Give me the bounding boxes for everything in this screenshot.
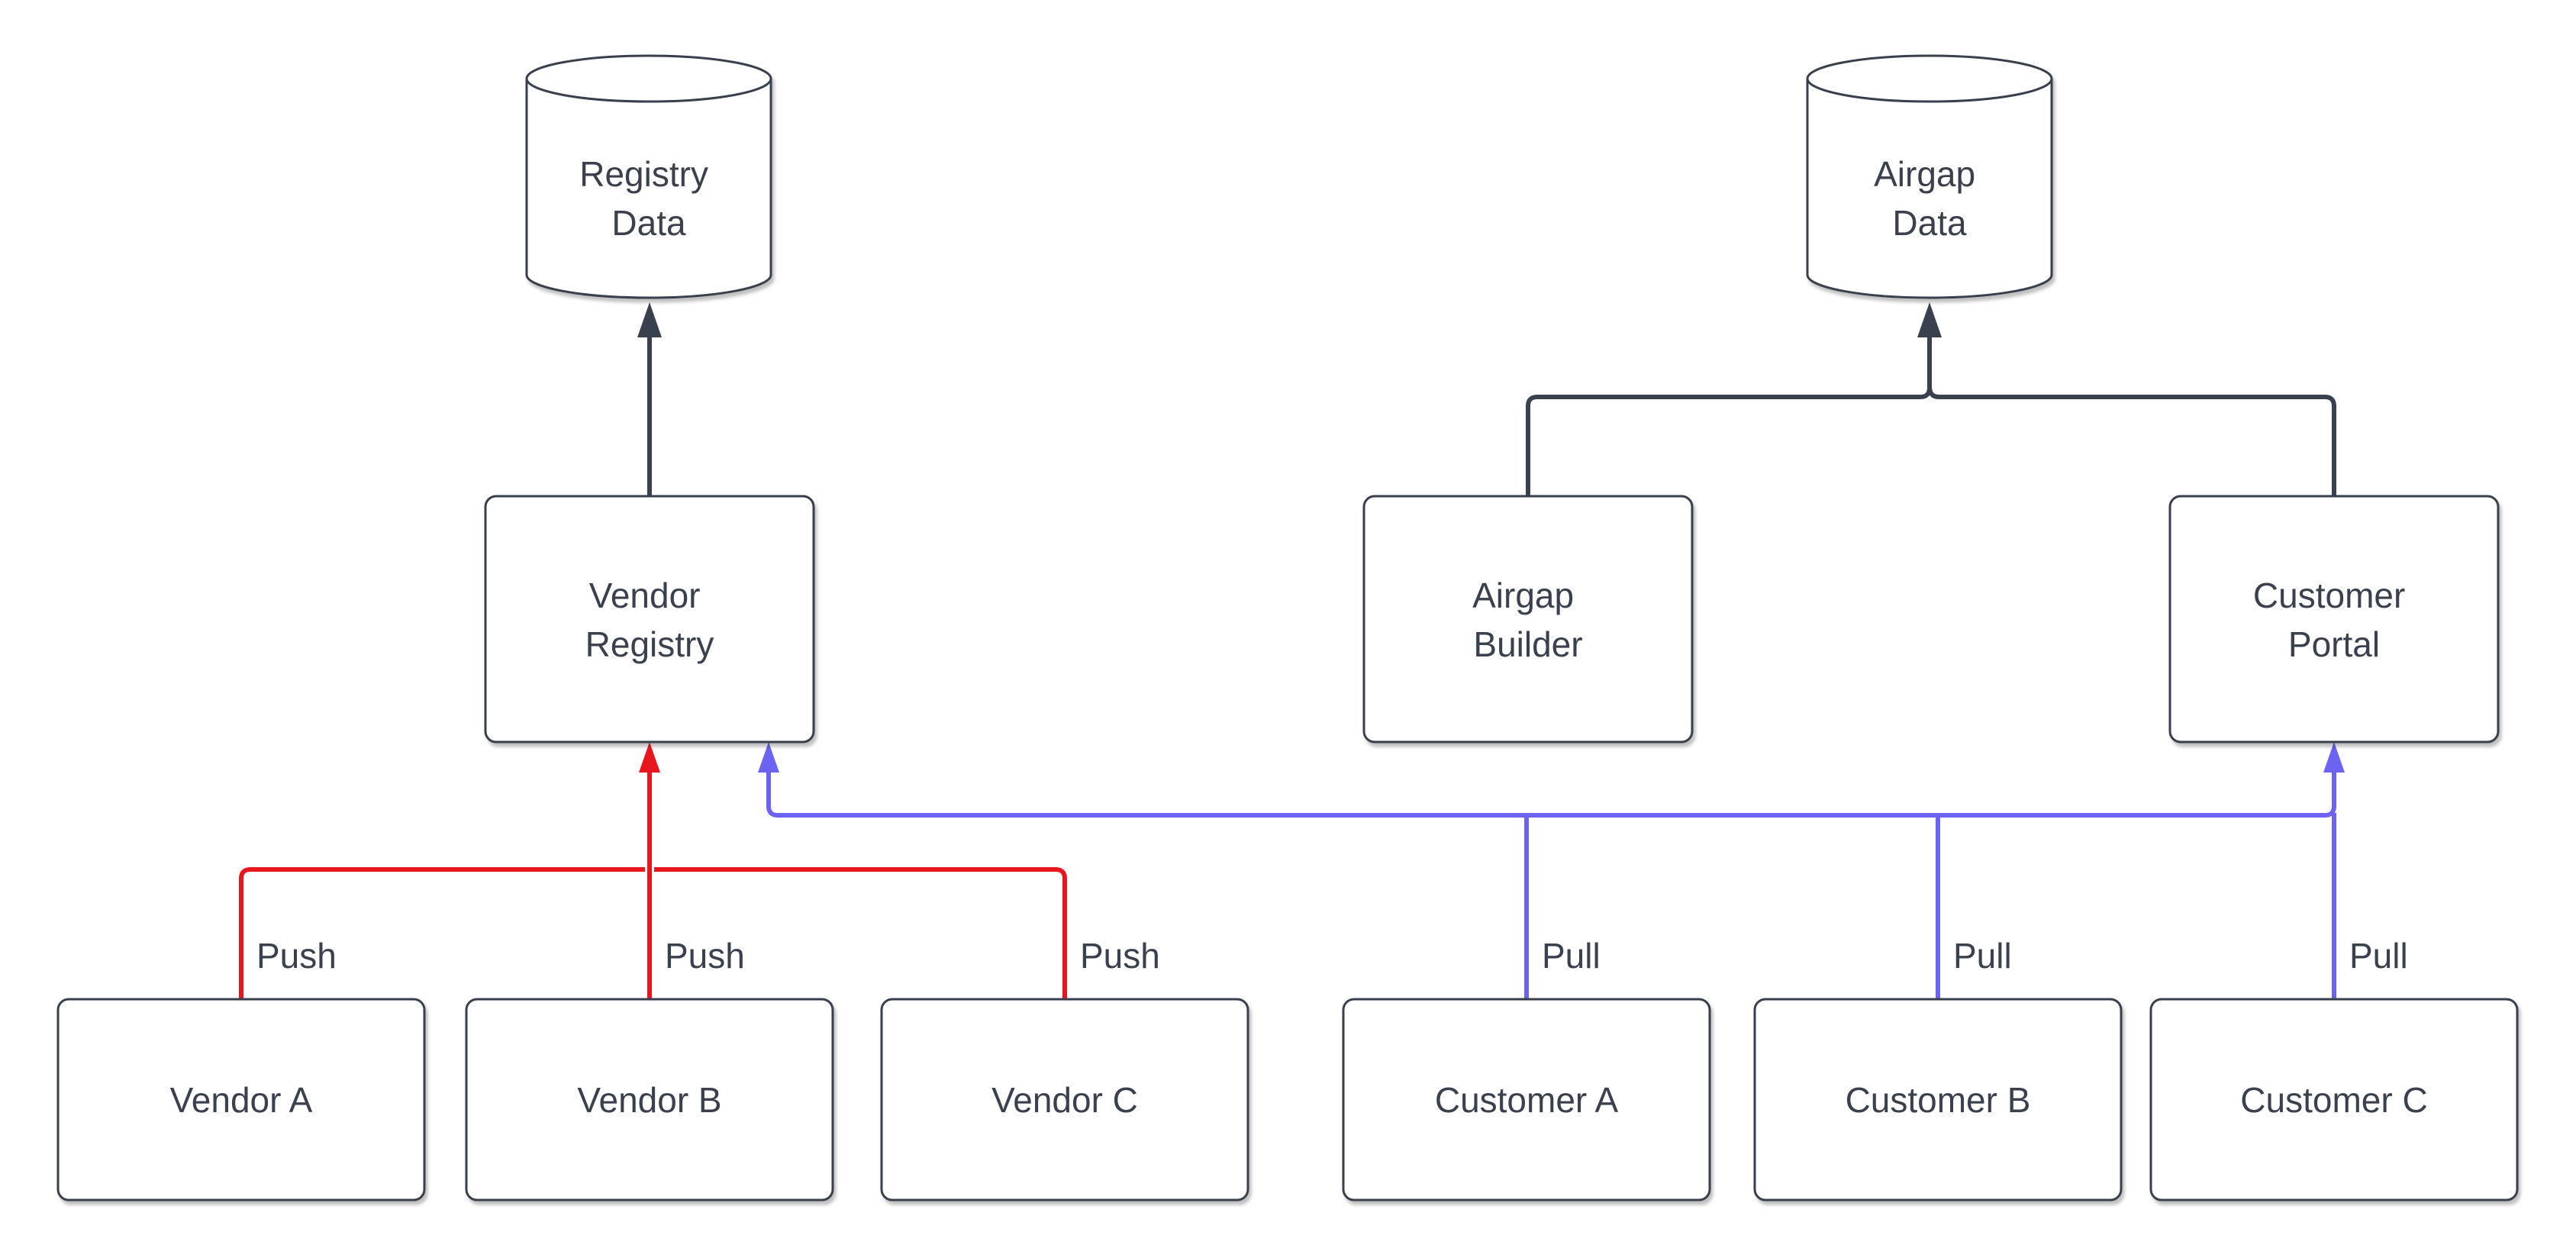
airgap-data-label: Airgap Data [1874, 154, 1985, 243]
customer-c-box [2149, 998, 2519, 1202]
push-edges [239, 742, 1067, 999]
pull-label-customer-b: Pull [1953, 936, 2012, 976]
push-label-vendor-b: Push [665, 936, 745, 976]
vendor-b-label: Vendor B [577, 1080, 721, 1120]
datastore-registry-data: Registry Data [525, 54, 772, 299]
airgap-data-cylinder-body [1806, 79, 2053, 299]
vendor-registry-label: Vendor Registry [585, 576, 714, 664]
vendor-c-box [880, 998, 1249, 1202]
vendor-a-box [56, 998, 426, 1202]
pull-label-customer-a: Pull [1542, 936, 1601, 976]
edge-line-vendor-c-push [654, 867, 1067, 999]
customer-portal-box [2168, 495, 2500, 744]
push-label-vendor-a: Push [256, 936, 337, 976]
datastore-airgap-data: Airgap Data [1806, 54, 2053, 299]
customer-b-box [1753, 998, 2123, 1202]
airgap-builder-label: Airgap Builder [1472, 576, 1584, 664]
edge-line-customer-portal-to-airgap-data [1927, 385, 2336, 496]
customer-a-box [1342, 998, 1711, 1202]
customer-b-label: Customer B [1846, 1080, 2031, 1120]
edge-line-pull-bus [766, 773, 2336, 818]
registry-data-cylinder-body [525, 79, 772, 299]
registry-data-label: Registry Data [579, 154, 718, 243]
vendor-registry-box [484, 495, 815, 744]
node-vendor-c: Vendor C [880, 998, 1249, 1202]
customer-portal-label: Customer Portal [2253, 576, 2415, 664]
edge-airgap-builder-to-airgap-data [1526, 302, 1942, 496]
edge-line-vendor-a-push [239, 867, 645, 999]
node-customer-portal: Customer Portal [2168, 495, 2500, 744]
edge-line-airgap-builder-to-airgap-data [1526, 302, 1942, 496]
pull-label-customer-c: Pull [2349, 936, 2408, 976]
node-vendor-b: Vendor B [465, 998, 834, 1202]
node-airgap-builder: Airgap Builder [1362, 495, 1694, 744]
vendor-a-label: Vendor A [170, 1080, 313, 1120]
customer-c-label: Customer C [2240, 1080, 2427, 1120]
node-vendor-registry: Vendor Registry [484, 495, 815, 744]
edge-customer-portal-to-airgap-data [1927, 385, 2336, 496]
vendor-b-box [465, 998, 834, 1202]
customer-a-label: Customer A [1435, 1080, 1619, 1120]
edge-labels: Push Push Push Pull Pull Pull [256, 936, 2408, 976]
node-customer-c: Customer C [2149, 998, 2519, 1202]
node-vendor-a: Vendor A [56, 998, 426, 1202]
registry-data-cylinder-top [525, 54, 772, 103]
node-customer-a: Customer A [1342, 998, 1711, 1202]
airgap-data-cylinder-top [1806, 54, 2053, 103]
pull-edges [758, 742, 2345, 999]
node-customer-b: Customer B [1753, 998, 2123, 1202]
airgap-builder-box [1362, 495, 1694, 744]
push-label-vendor-c: Push [1080, 936, 1160, 976]
vendor-c-label: Vendor C [991, 1080, 1138, 1120]
